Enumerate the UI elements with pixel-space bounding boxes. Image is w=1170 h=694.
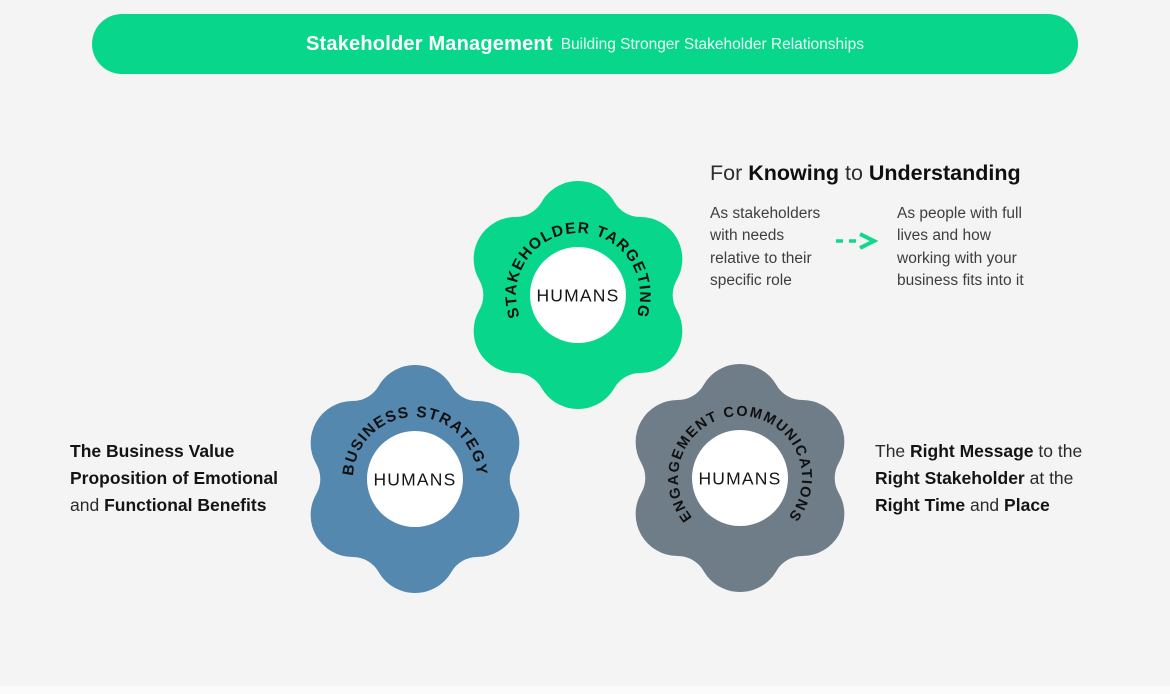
banner-title: Stakeholder Management <box>306 32 553 55</box>
gear-center-label: HUMANS <box>373 470 456 490</box>
gear-hole <box>530 247 626 343</box>
bottom-strip <box>0 686 1170 694</box>
gear-center-label: HUMANS <box>536 286 619 306</box>
title-banner: Stakeholder Management Building Stronger… <box>92 14 1078 74</box>
knowing-heading: For Knowing to Understanding <box>710 161 1021 185</box>
gear-hole <box>367 431 463 527</box>
dashed-arrow-icon <box>834 232 879 250</box>
banner-subtitle: Building Stronger Stakeholder Relationsh… <box>560 36 864 53</box>
gear-center-label: HUMANS <box>698 469 781 489</box>
gear-hole <box>692 430 788 526</box>
